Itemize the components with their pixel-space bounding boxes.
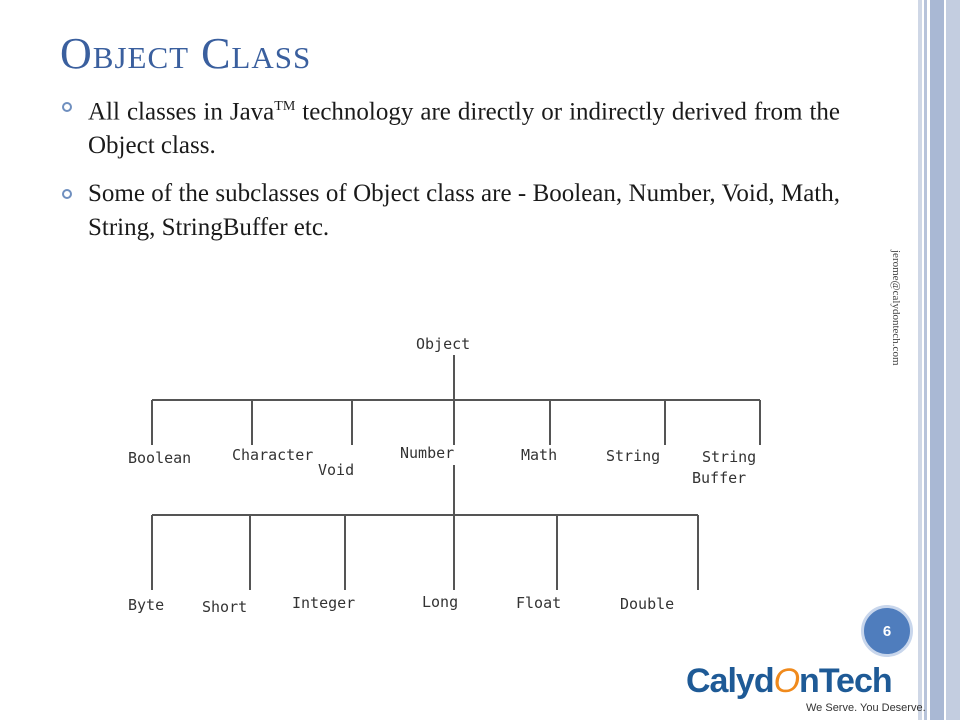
node-stringbuffer: String bbox=[702, 448, 756, 466]
bullet-text: Some of the subclasses of Object class a… bbox=[88, 180, 840, 242]
node-stringbuffer-line2: Buffer bbox=[692, 469, 746, 487]
node-float: Float bbox=[516, 594, 561, 612]
bullet-text: All classes in JavaTM technology are dir… bbox=[88, 90, 840, 163]
node-byte: Byte bbox=[128, 596, 164, 614]
bullet-item: All classes in JavaTM technology are dir… bbox=[62, 90, 840, 163]
decor-bar bbox=[946, 0, 960, 720]
decor-bar bbox=[918, 0, 922, 720]
class-hierarchy-diagram: Object Boolean Character Void Number Mat… bbox=[128, 335, 761, 616]
page-number-badge: 6 bbox=[861, 605, 913, 657]
node-number: Number bbox=[400, 444, 454, 462]
decor-bar bbox=[930, 0, 944, 720]
node-character: Character bbox=[232, 446, 313, 464]
logo-text-part: nTech bbox=[799, 662, 893, 700]
bullet-list: All classes in JavaTM technology are dir… bbox=[62, 90, 840, 259]
logo-text-part: Calyd bbox=[686, 662, 775, 700]
node-short: Short bbox=[202, 598, 247, 616]
bullet-icon bbox=[62, 189, 72, 200]
node-string: String bbox=[606, 447, 660, 465]
node-boolean: Boolean bbox=[128, 449, 191, 467]
node-void: Void bbox=[318, 461, 354, 479]
node-object: Object bbox=[416, 335, 470, 353]
bullet-icon bbox=[62, 102, 72, 112]
decor-bar bbox=[924, 0, 927, 720]
slide-title: Object Class bbox=[60, 29, 312, 78]
node-double: Double bbox=[620, 595, 674, 613]
company-logo: CalydOnTech We Serve. You Deserve. bbox=[686, 662, 926, 718]
logo-wordmark: CalydOnTech bbox=[686, 662, 893, 701]
author-email: jerome@calydontech.com bbox=[890, 250, 902, 366]
trademark-sup: TM bbox=[274, 99, 296, 114]
logo-text-part: O bbox=[773, 662, 800, 700]
node-integer: Integer bbox=[292, 594, 355, 612]
bullet-text-part: All classes in Java bbox=[88, 98, 275, 126]
node-math: Math bbox=[521, 446, 557, 464]
logo-tagline: We Serve. You Deserve. bbox=[806, 702, 926, 714]
node-long: Long bbox=[422, 593, 458, 611]
bullet-item: Some of the subclasses of Object class a… bbox=[62, 177, 840, 245]
bullet-text-part: technology are directly or indirectly de… bbox=[88, 98, 841, 160]
